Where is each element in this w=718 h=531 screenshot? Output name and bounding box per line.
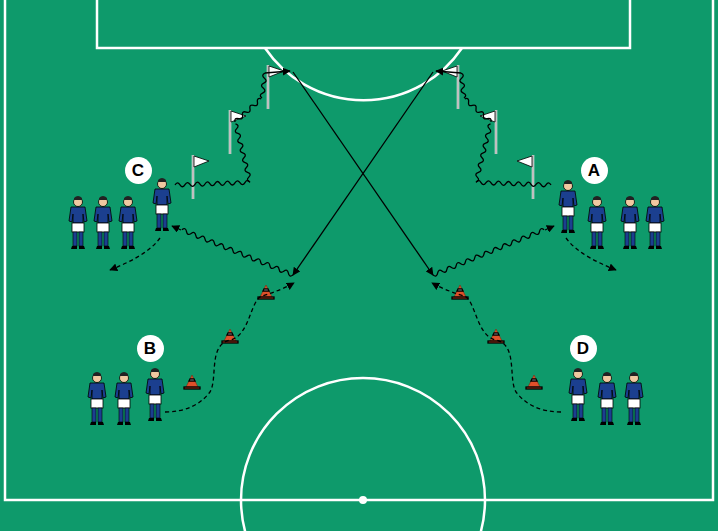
player-label-circle: A — [581, 157, 608, 184]
player-label-circle: B — [137, 335, 164, 362]
player-label-circle: D — [570, 335, 597, 362]
player-letter: B — [144, 340, 156, 357]
player-letter: D — [577, 340, 589, 357]
player-letter: C — [132, 162, 144, 179]
player-letter: A — [588, 162, 600, 179]
player-label-circle: C — [125, 157, 152, 184]
